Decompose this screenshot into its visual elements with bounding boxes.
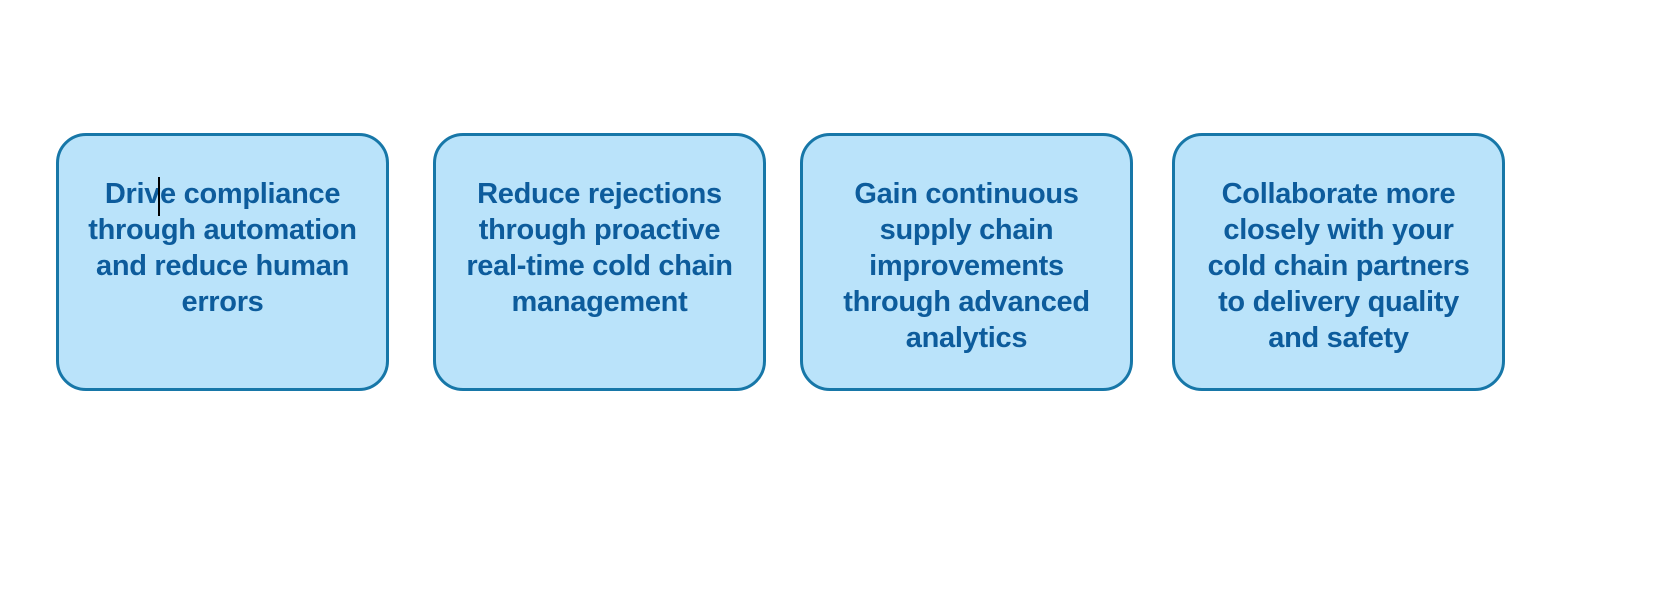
text-cursor-caret <box>158 177 160 216</box>
benefit-card-text: Reduce rejections through proactive real… <box>466 178 733 318</box>
benefit-card-analytics[interactable]: Gain continuous supply chain improvement… <box>800 133 1133 391</box>
benefit-card-text: Gain continuous supply chain improvement… <box>843 178 1090 354</box>
benefit-card-text: Drive compliance through automation and … <box>88 178 357 318</box>
benefit-card-collaboration[interactable]: Collaborate more closely with your cold … <box>1172 133 1505 391</box>
benefit-card-compliance[interactable]: Drive compliance through automation and … <box>56 133 389 391</box>
benefit-card-rejections[interactable]: Reduce rejections through proactive real… <box>433 133 766 391</box>
benefit-card-text: Collaborate more closely with your cold … <box>1207 178 1470 354</box>
